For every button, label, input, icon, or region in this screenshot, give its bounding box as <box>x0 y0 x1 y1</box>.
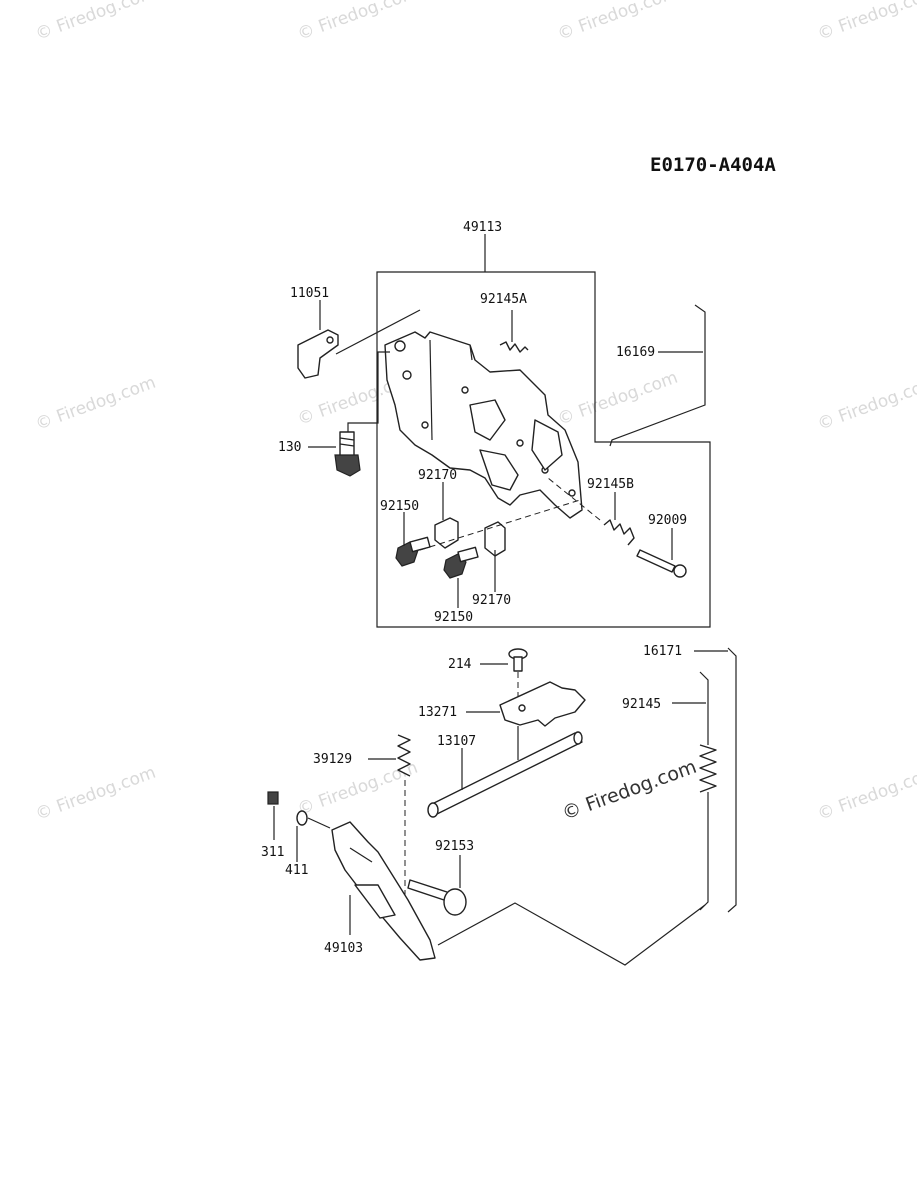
label-411: 411 <box>285 863 308 878</box>
label-92150-left: 92150 <box>380 499 419 514</box>
watermark: © Firedog.com <box>815 373 917 435</box>
label-13271: 13271 <box>418 705 457 720</box>
label-214: 214 <box>448 657 472 672</box>
watermark: © Firedog.com <box>555 0 681 45</box>
label-92170-lower: 92170 <box>472 593 511 608</box>
label-11051: 11051 <box>290 286 329 301</box>
label-130: 130 <box>278 440 301 455</box>
part-92009-bolt <box>636 549 687 578</box>
part-labels: 49113 11051 92145A 16169 130 92170 92145… <box>261 220 687 956</box>
part-16169-rod <box>609 304 706 447</box>
part-214-screw <box>508 648 528 672</box>
part-130-bolt <box>334 431 361 477</box>
watermark: © Firedog.com <box>555 368 681 430</box>
label-39129: 39129 <box>313 752 352 767</box>
part-92150b-screw <box>443 546 479 579</box>
label-13107: 13107 <box>437 734 476 749</box>
watermark: © Firedog.com <box>33 373 159 435</box>
watermark: © Firedog.com <box>33 763 159 825</box>
label-92145: 92145 <box>622 697 661 712</box>
part-92153-pin <box>407 879 467 916</box>
watermark: © Firedog.com <box>815 763 917 825</box>
part-16171-rod <box>727 647 737 913</box>
label-92170-upper: 92170 <box>418 468 457 483</box>
part-92145B-spring <box>603 519 635 546</box>
label-92150-lower: 92150 <box>434 610 473 625</box>
part-13107-shaft <box>427 731 583 818</box>
watermark: © Firedog.com <box>815 0 917 45</box>
label-16169: 16169 <box>616 345 655 360</box>
label-92145A: 92145A <box>480 292 527 307</box>
label-16171: 16171 <box>643 644 682 659</box>
watermark: © Firedog.com <box>33 0 159 45</box>
label-311: 311 <box>261 845 284 860</box>
label-92153: 92153 <box>435 839 474 854</box>
part-39129-spring <box>397 734 411 777</box>
part-92145-spring-rod <box>699 671 717 911</box>
part-92150a-screw <box>395 536 431 567</box>
control-plate <box>384 331 583 519</box>
part-92145A-spring <box>499 341 529 353</box>
label-49103: 49103 <box>324 941 363 956</box>
watermark-prominent: © Firedog.com <box>559 756 699 825</box>
label-92145B: 92145B <box>587 477 634 492</box>
label-49113: 49113 <box>463 220 502 235</box>
part-92170b-clip <box>484 521 506 557</box>
link-line <box>437 902 706 966</box>
part-411-washer <box>296 810 308 826</box>
part-13271-plate <box>499 681 586 727</box>
diagram-code: E0170-A404A <box>650 154 776 176</box>
part-92170a-clip <box>434 517 459 549</box>
part-49103-lever <box>331 821 436 961</box>
part-311-nut <box>267 791 279 805</box>
watermark: © Firedog.com <box>295 0 421 45</box>
label-92009: 92009 <box>648 513 687 528</box>
assembly-box-49113 <box>376 271 711 628</box>
